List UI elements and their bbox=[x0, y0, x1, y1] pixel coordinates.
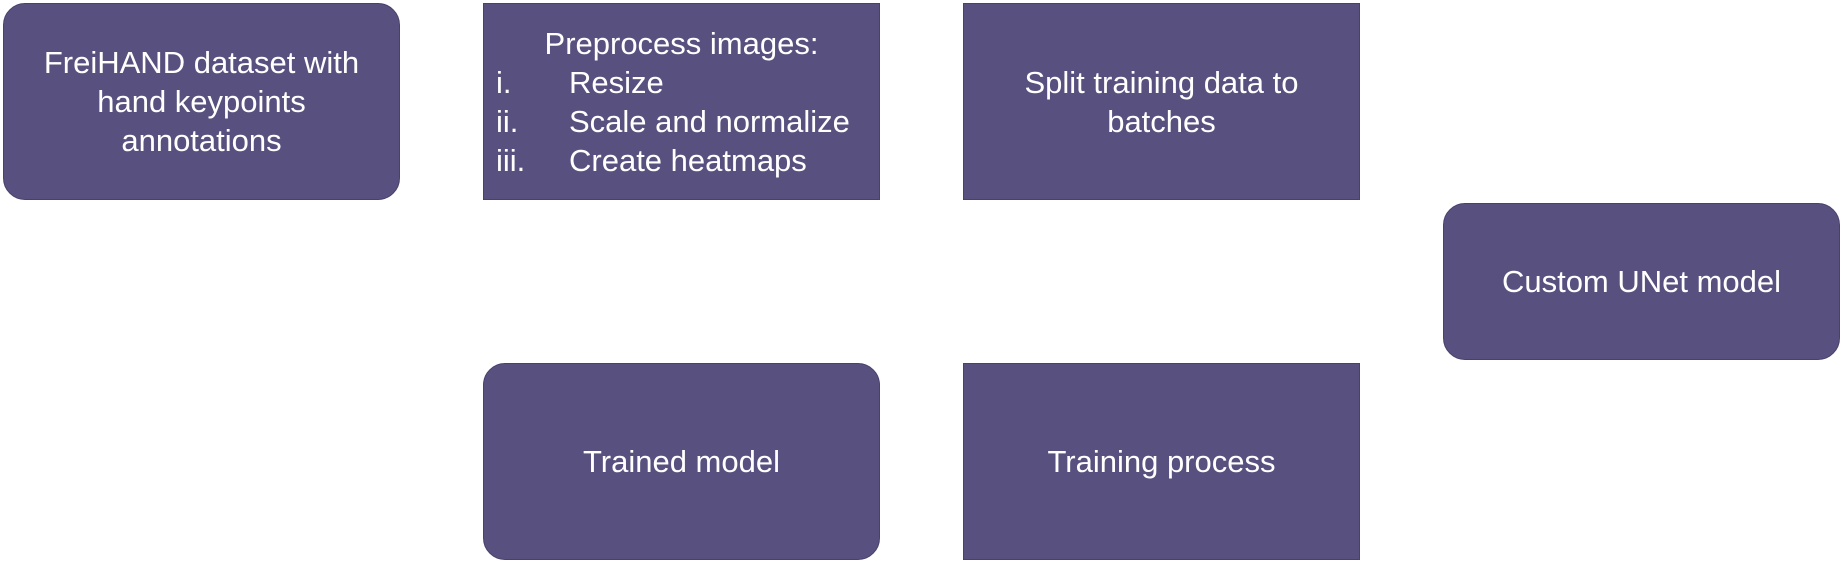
preprocess-step-number: iii. bbox=[496, 143, 526, 178]
preprocess-step: iii. Create heatmaps bbox=[484, 141, 879, 180]
preprocess-step-text: Resize bbox=[569, 65, 664, 100]
preprocess-node: Preprocess images: i. Resize ii. Scale a… bbox=[483, 3, 880, 200]
trained-model-node-label: Trained model bbox=[582, 444, 780, 479]
preprocess-step-number: i. bbox=[496, 65, 512, 100]
dataset-node: FreiHAND dataset with hand keypoints ann… bbox=[3, 3, 400, 200]
unet-model-node: Custom UNet model bbox=[1443, 203, 1840, 360]
training-process-node: Training process bbox=[963, 363, 1360, 560]
training-process-node-label: Training process bbox=[1047, 444, 1276, 479]
preprocess-step-number: ii. bbox=[496, 104, 519, 139]
split-batches-node-label: Split training data to batches bbox=[1024, 64, 1299, 139]
preprocess-node-title: Preprocess images: bbox=[544, 26, 819, 61]
preprocess-step: i. Resize bbox=[484, 63, 879, 102]
split-batches-node: Split training data to batches bbox=[963, 3, 1360, 200]
preprocess-steps-list: i. Resize ii. Scale and normalize iii. C… bbox=[484, 63, 879, 180]
preprocess-step: ii. Scale and normalize bbox=[484, 102, 879, 141]
dataset-node-label: FreiHAND dataset with hand keypoints ann… bbox=[43, 45, 360, 158]
preprocess-step-text: Create heatmaps bbox=[569, 143, 807, 178]
trained-model-node: Trained model bbox=[483, 363, 880, 560]
unet-model-node-label: Custom UNet model bbox=[1501, 264, 1782, 299]
preprocess-step-text: Scale and normalize bbox=[569, 104, 850, 139]
